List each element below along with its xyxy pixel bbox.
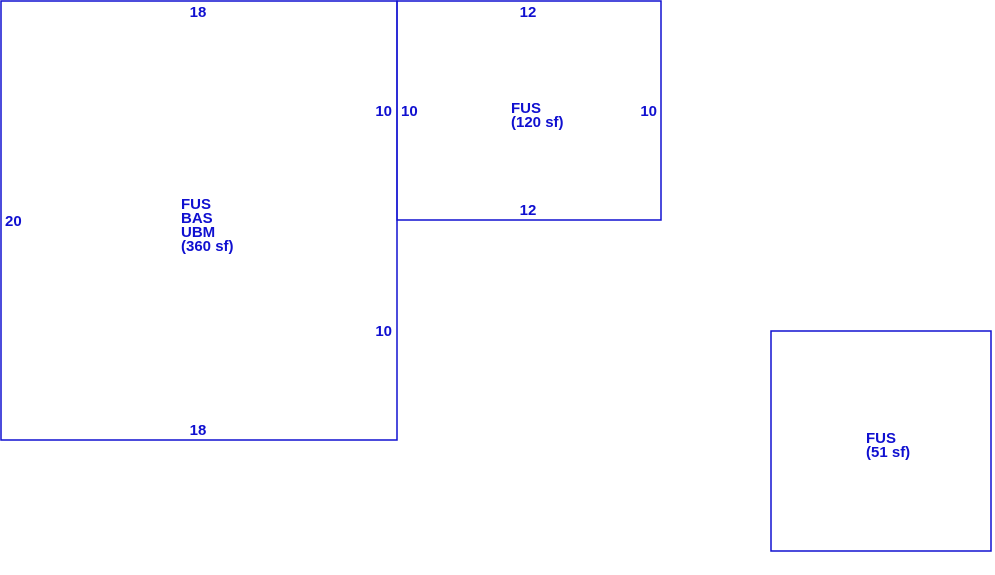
area-main-label-line-3: UBM: [181, 224, 215, 241]
area-main-top-dimension: 18: [190, 4, 207, 21]
area-detached-label-line-1: FUS: [866, 430, 896, 447]
area-main-label-area: (360 sf): [181, 238, 234, 255]
area-main-label-line-2: BAS: [181, 210, 213, 227]
area-detached-outline: [770, 330, 992, 552]
area-main-right-upper-dimension: 10: [375, 103, 392, 120]
area-upper-left-dimension: 10: [401, 103, 418, 120]
area-upper-label-area: (120 sf): [511, 114, 564, 131]
area-main-bottom-dimension: 18: [190, 422, 207, 439]
area-upper-label-line-1: FUS: [511, 100, 541, 117]
area-main-left-dimension: 20: [5, 213, 22, 230]
area-upper-right-dimension: 10: [640, 103, 657, 120]
area-upper-top-dimension: 12: [520, 4, 537, 21]
area-upper: 12 12 10 10 FUS (120 sf): [396, 0, 662, 221]
area-detached: FUS (51 sf): [770, 330, 992, 552]
area-upper-bottom-dimension: 12: [520, 202, 537, 219]
area-main: 18 18 20 10 10 FUS BAS UBM (360 sf): [0, 0, 398, 441]
area-main-label-line-1: FUS: [181, 196, 211, 213]
area-upper-outline: [396, 0, 662, 221]
area-detached-label-area: (51 sf): [866, 444, 910, 461]
area-main-right-lower-dimension: 10: [375, 323, 392, 340]
